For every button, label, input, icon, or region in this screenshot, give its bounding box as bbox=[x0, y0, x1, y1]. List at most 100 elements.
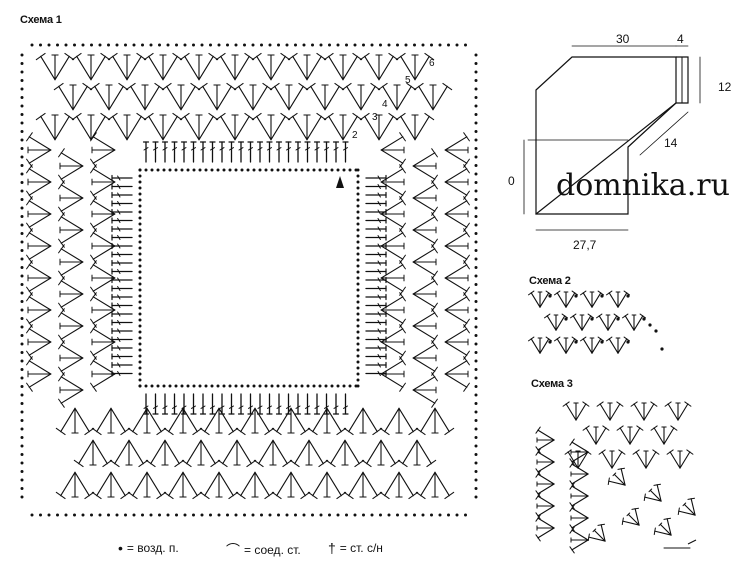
inner-edge-dot bbox=[312, 384, 316, 388]
dc-stitch-top bbox=[332, 141, 340, 163]
outer-edge-dot bbox=[474, 223, 478, 227]
inner-edge-dot bbox=[168, 168, 172, 172]
fan-corner-left bbox=[569, 460, 589, 488]
outer-edge-dot bbox=[20, 351, 24, 354]
inner-edge-dot bbox=[138, 228, 142, 232]
fan-bottom bbox=[271, 471, 311, 500]
strip-chain-dot bbox=[642, 317, 646, 321]
inner-edge-dot bbox=[144, 384, 148, 388]
fan-right bbox=[412, 148, 438, 184]
outer-edge-dot bbox=[192, 43, 195, 47]
outer-edge-dot bbox=[73, 513, 76, 517]
fan-top bbox=[215, 112, 255, 141]
fan-top bbox=[215, 52, 255, 81]
inner-edge-dot bbox=[138, 192, 142, 196]
outer-edge-dot bbox=[474, 130, 478, 133]
fan-bottom bbox=[55, 407, 95, 436]
inner-edge-dot bbox=[336, 384, 340, 388]
outer-edge-dot bbox=[243, 513, 246, 517]
outer-edge-dot bbox=[56, 513, 59, 517]
outer-edge-dot bbox=[474, 291, 478, 295]
row-marker-label: 5 bbox=[405, 75, 411, 86]
fan-left bbox=[90, 132, 116, 168]
outer-edge-dot bbox=[243, 43, 246, 47]
fan-top bbox=[413, 82, 453, 111]
inner-edge-dot bbox=[138, 288, 142, 292]
outer-edge-dot bbox=[20, 206, 24, 210]
inner-edge-dot bbox=[228, 384, 232, 388]
outer-edge-dot bbox=[319, 513, 323, 517]
inner-edge-dot bbox=[276, 168, 280, 172]
outer-edge-dot bbox=[474, 342, 478, 346]
outer-edge-dot bbox=[474, 453, 478, 456]
fan-top bbox=[269, 82, 309, 111]
dc-stitch-top bbox=[266, 141, 273, 163]
outer-edge-dot bbox=[474, 96, 478, 99]
outer-edge-dot bbox=[20, 240, 24, 244]
inner-edge-dot bbox=[356, 342, 360, 346]
inner-edge-dot bbox=[356, 306, 360, 310]
outer-edge-dot bbox=[464, 513, 467, 517]
fan-top bbox=[71, 52, 111, 81]
outer-edge-dot bbox=[474, 325, 478, 329]
fan-top bbox=[143, 112, 183, 141]
inner-edge-dot bbox=[356, 330, 360, 334]
fan-corner-diagonal bbox=[643, 483, 662, 502]
outer-edge-dot bbox=[379, 513, 382, 517]
dc-stitch-top bbox=[171, 141, 178, 163]
outer-edge-dot bbox=[141, 43, 144, 47]
inner-edge-dot bbox=[180, 384, 184, 388]
fan-strip bbox=[595, 313, 621, 331]
double-crochet-icon: † bbox=[328, 540, 336, 556]
fan-bottom bbox=[163, 471, 203, 500]
pattern-diagonal-2 bbox=[627, 102, 677, 148]
outer-edge-dot bbox=[474, 62, 478, 65]
fan-right bbox=[444, 164, 470, 200]
dim-top: 30 bbox=[616, 32, 630, 46]
fan-left bbox=[90, 356, 116, 392]
outer-edge-dot bbox=[413, 43, 416, 47]
dim-top-right: 4 bbox=[677, 32, 684, 46]
outer-edge-dot bbox=[20, 96, 24, 99]
outer-edge-dot bbox=[474, 495, 478, 499]
inner-edge-dot bbox=[186, 384, 190, 388]
outer-edge-dot bbox=[20, 62, 24, 65]
outer-edge-dot bbox=[294, 43, 297, 47]
fan-bottom bbox=[307, 407, 347, 436]
dc-stitch-right bbox=[365, 174, 387, 182]
outer-edge-dot bbox=[192, 513, 195, 517]
inner-edge-dot bbox=[246, 168, 250, 172]
inner-edge-dot bbox=[156, 168, 160, 172]
inner-edge-dot bbox=[138, 360, 142, 364]
outer-edge-dot bbox=[474, 308, 478, 312]
inner-edge-dot bbox=[270, 384, 274, 388]
inner-edge-dot bbox=[138, 306, 142, 310]
outer-edge-dot bbox=[474, 147, 478, 150]
inner-edge-dot bbox=[168, 384, 172, 388]
fan-bottom bbox=[343, 471, 383, 500]
outer-edge-dot bbox=[81, 43, 85, 47]
fan-top bbox=[323, 52, 363, 81]
inner-edge-dot bbox=[138, 336, 142, 340]
outer-edge-dot bbox=[474, 198, 478, 201]
dc-stitch-right bbox=[365, 268, 387, 275]
dc-stitch-left bbox=[111, 285, 133, 292]
inner-edge-dot bbox=[258, 168, 262, 172]
fan-strip bbox=[569, 313, 595, 331]
inner-edge-dot bbox=[312, 168, 316, 172]
inner-edge-dot bbox=[264, 168, 268, 172]
fan-left bbox=[26, 356, 52, 392]
fan-right bbox=[444, 324, 470, 360]
inner-edge-dot bbox=[138, 216, 142, 220]
outer-edge-dot bbox=[336, 513, 340, 517]
outer-edge-dot bbox=[20, 359, 24, 363]
fan-left bbox=[58, 340, 84, 376]
legend-dc-text: = ст. с/н bbox=[339, 541, 383, 555]
legend-chain: • = возд. п. bbox=[118, 540, 179, 556]
outer-edge-dot bbox=[319, 43, 323, 47]
outer-edge-dot bbox=[175, 513, 178, 517]
outer-edge-dot bbox=[98, 43, 102, 47]
strip-chain-dot bbox=[648, 323, 652, 327]
dc-stitch-left bbox=[111, 234, 133, 241]
